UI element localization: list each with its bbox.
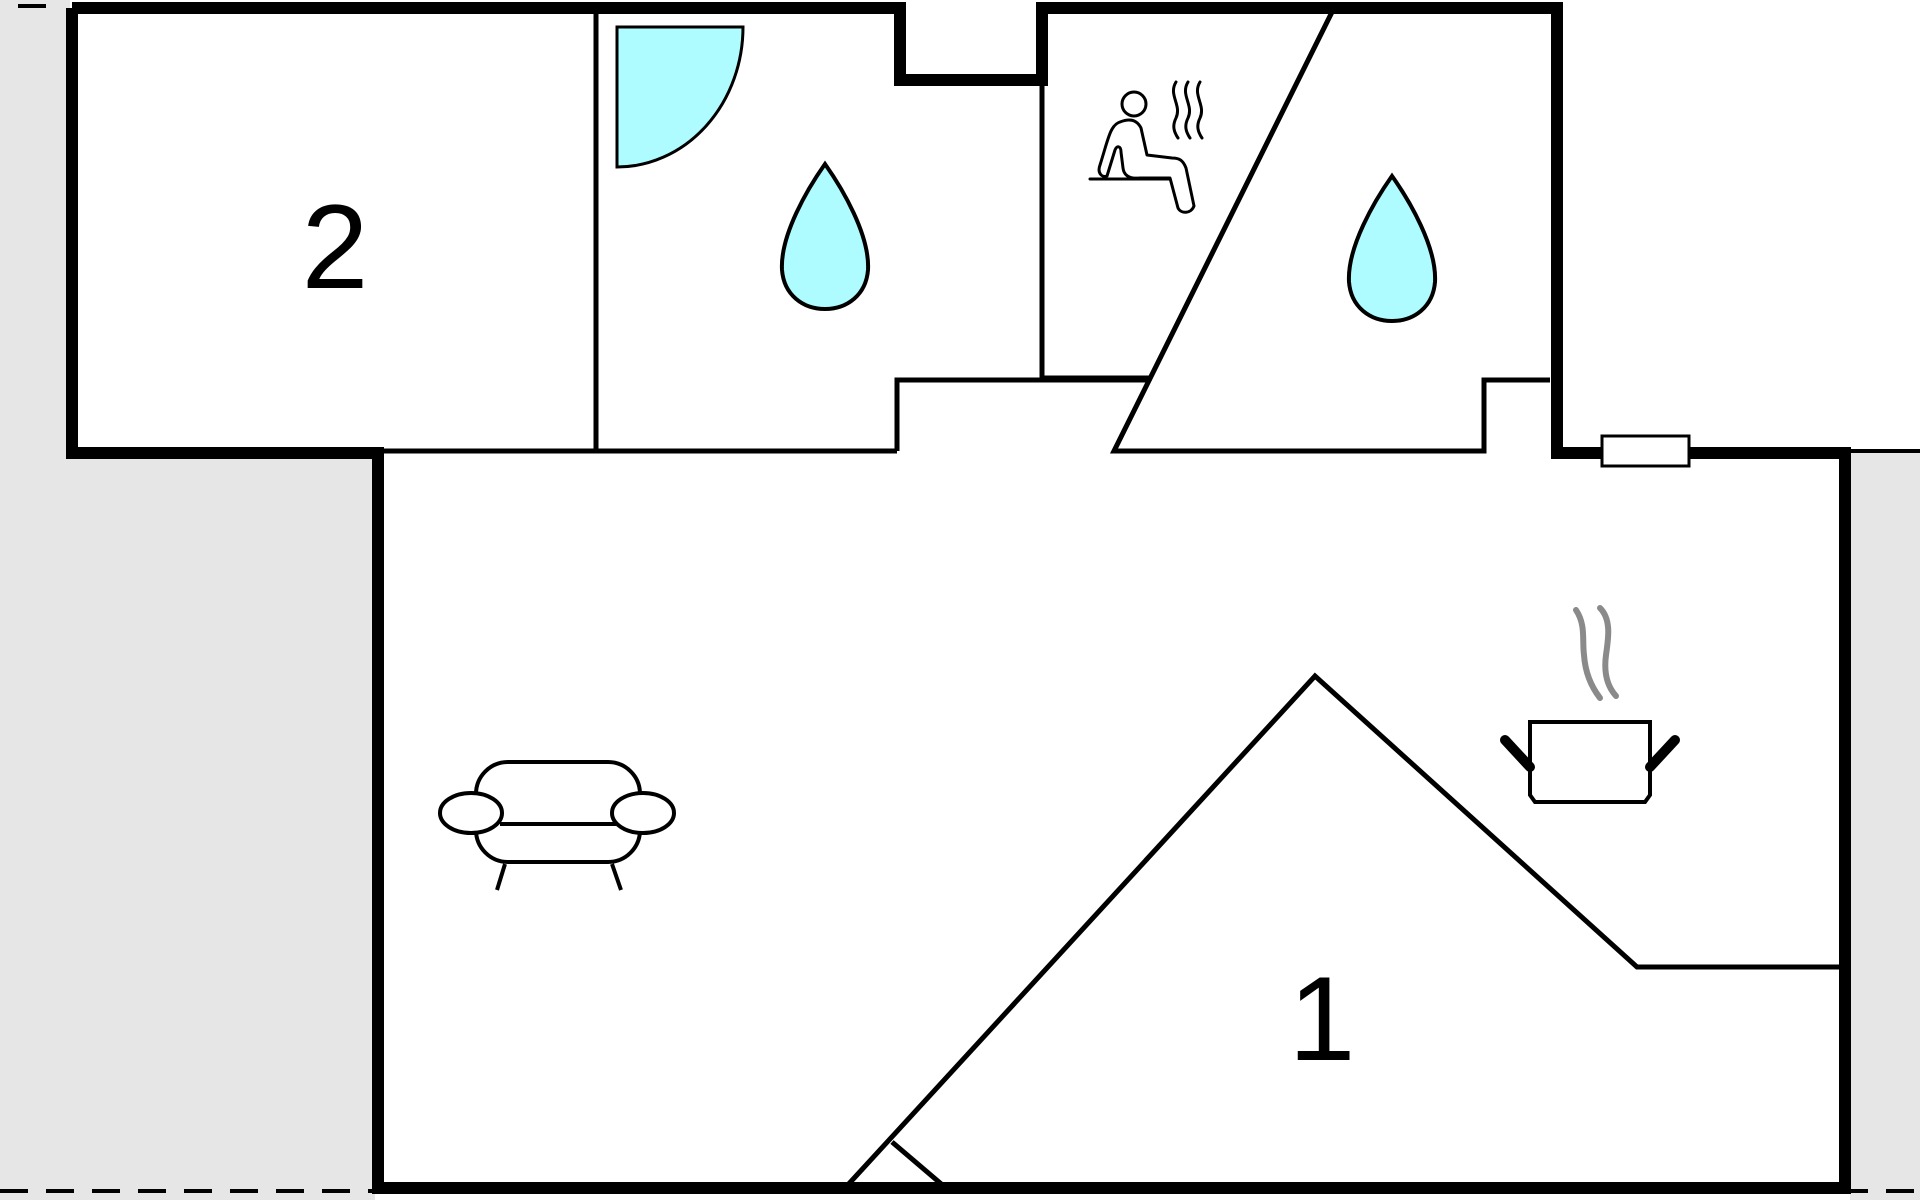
wall-kitchen-partition xyxy=(843,672,1845,1190)
outside-area-right xyxy=(1850,450,1920,1200)
window xyxy=(1600,434,1691,468)
wall-partition-small xyxy=(890,1140,948,1190)
outside-area-left-lower xyxy=(0,450,375,1200)
water-drop-icon xyxy=(1346,172,1438,324)
room-label-2: 2 xyxy=(302,180,369,314)
sofa-icon xyxy=(438,760,676,891)
cooking-pot-icon xyxy=(1500,605,1680,804)
wall-sauna-diagonal xyxy=(1109,6,1550,454)
water-drop-icon xyxy=(779,160,871,312)
room-label-1: 1 xyxy=(1289,952,1356,1086)
sauna-person-icon xyxy=(1088,80,1204,214)
shower-quarter-circle-icon xyxy=(615,25,745,169)
